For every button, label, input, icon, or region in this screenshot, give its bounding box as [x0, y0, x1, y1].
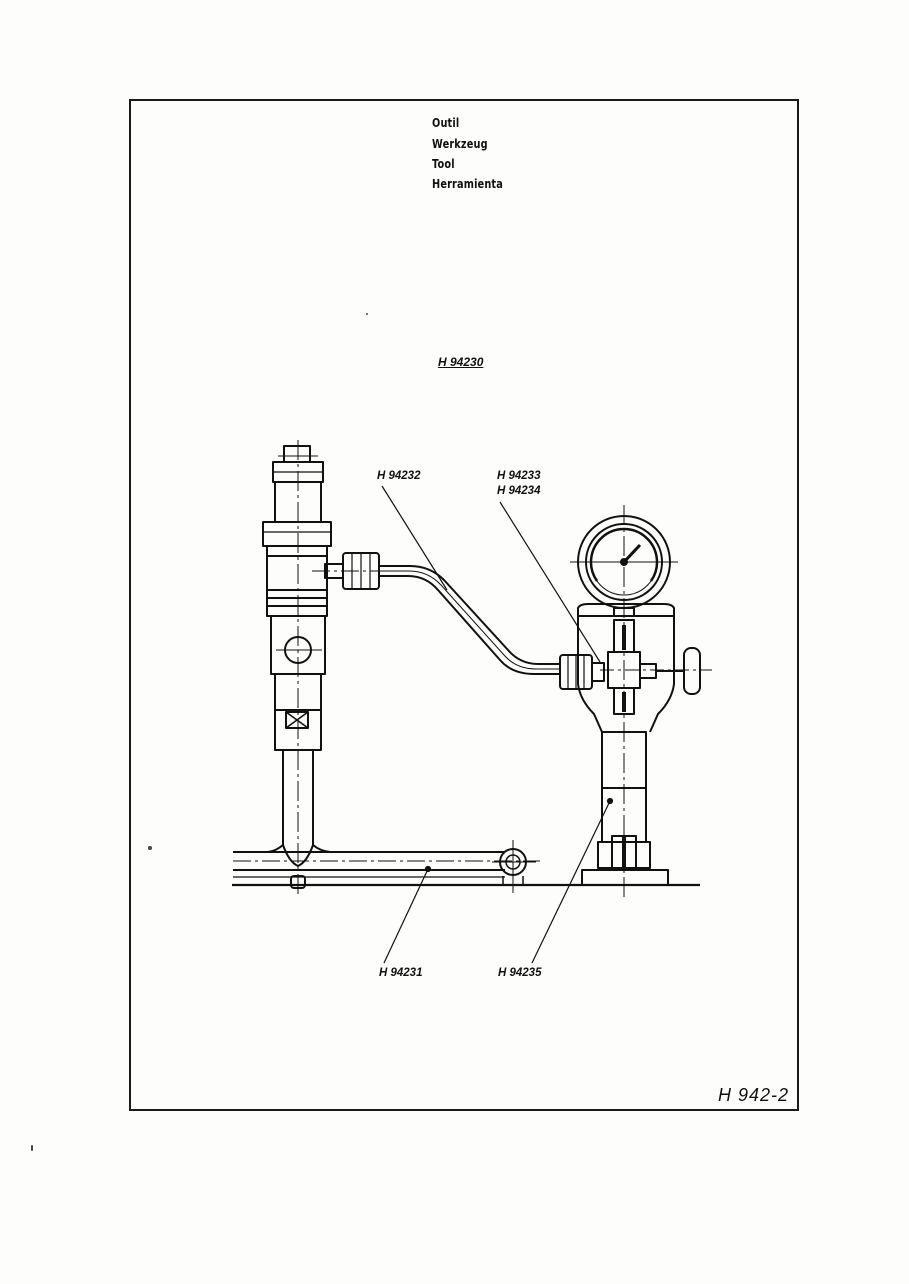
- injector-body: [262, 440, 332, 895]
- scan-speck: [31, 1145, 33, 1151]
- callout-adapter-2: H 94234: [497, 485, 541, 497]
- leader-lines: [381, 485, 614, 964]
- title-german: Werkzeug: [432, 136, 488, 151]
- callout-pipe: H 94232: [377, 470, 421, 482]
- title-french: Outil: [432, 115, 460, 130]
- callout-stand: H 94235: [498, 967, 542, 979]
- tester-pipe-fitting: [559, 654, 605, 690]
- scan-speck: [148, 846, 152, 850]
- assembly-code: H 94230: [438, 355, 484, 369]
- tester-body: [577, 603, 712, 733]
- scan-speck: [366, 313, 368, 315]
- tester-stand: [581, 731, 669, 886]
- pressure-pipe: [379, 565, 560, 675]
- title-spanish: Herramienta: [432, 176, 503, 191]
- title-english: Tool: [432, 156, 455, 171]
- callout-adapter-1: H 94233: [497, 470, 541, 482]
- drawing-frame: [129, 99, 799, 1111]
- callout-base-bar: H 94231: [379, 967, 423, 979]
- base-bar: [233, 840, 540, 893]
- drawing-number: H 942-2: [718, 1085, 790, 1105]
